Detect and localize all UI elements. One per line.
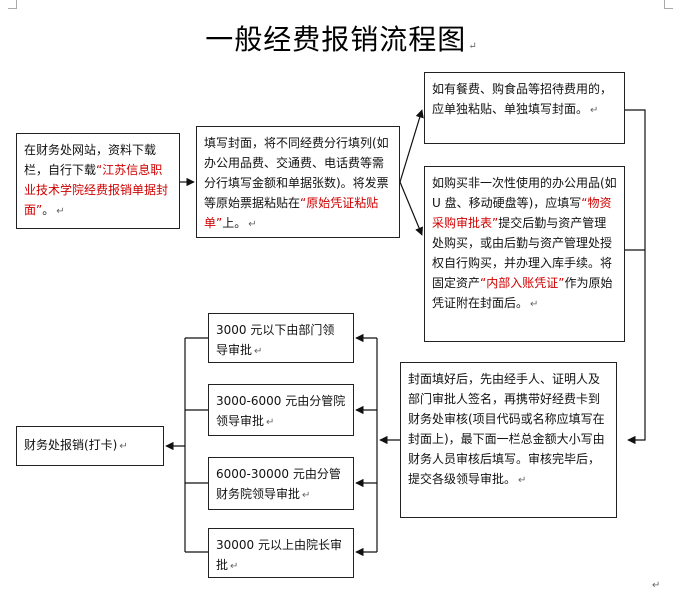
approval-under-3000-box: 3000 元以下由部门领导审批↵ [208, 313, 354, 363]
finance-reimbursement-box: 财务处报销(打卡)↵ [16, 426, 164, 466]
arrow-to-submit [625, 109, 646, 445]
download-cover-box: 在财务处网站，资料下载栏，自行下载“江苏信息职业技术学院经费报销单据封面”。↵ [16, 133, 180, 229]
submit-review-box: 封面填好后，先由经手人、证明人及部门审批人签名，再携带好经费卡到财务处审核(项目… [400, 362, 617, 518]
arrow-fill-to-entertain [399, 109, 424, 183]
end-paragraph-mark: ↵ [652, 580, 661, 591]
office-supplies-box: 如购买非一次性使用的办公用品(如 U 盘、移动硬盘等)，应填写“物资采购审批表”… [424, 166, 625, 342]
fill-cover-box: 填写封面，将不同经费分行填列(如办公用品费、交通费、电话费等需分行填写金额和单据… [196, 126, 400, 238]
page-corner-top-right [664, 0, 673, 9]
entertainment-expense-box: 如有餐费、购食品等招待费用的，应单独粘贴、单独填写封面。↵ [424, 72, 625, 144]
approval-3000-6000-box: 3000-6000 元由分管院领导审批↵ [208, 384, 354, 436]
page-title: 一般经费报销流程图↵ [205, 23, 478, 56]
arrow-fill-to-office [399, 181, 423, 236]
approval-over-30000-box: 30000 元以上由院长审批↵ [208, 528, 354, 578]
page-corner-top-left [8, 0, 17, 9]
approval-6000-30000-box: 6000-30000 元由分管财务院领导审批↵ [208, 457, 354, 510]
